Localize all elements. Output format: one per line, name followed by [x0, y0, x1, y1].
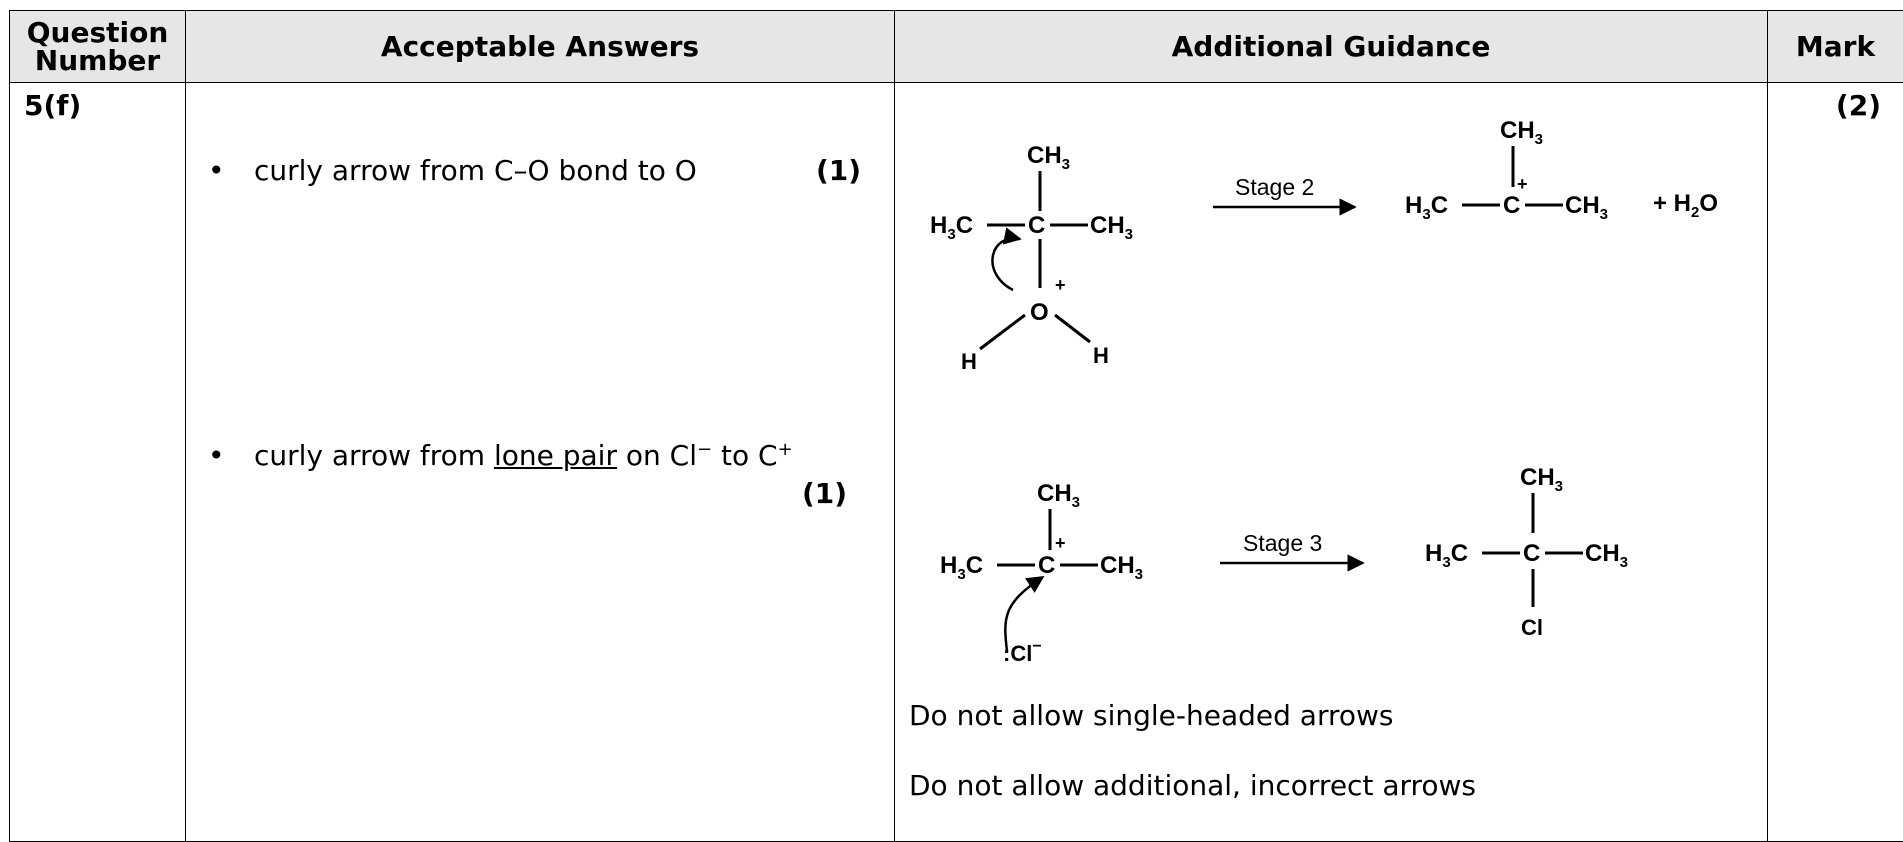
chem-text: :Cl−	[1003, 638, 1042, 666]
chem-text: CH3	[1500, 117, 1543, 148]
chem-text: H3C	[940, 552, 983, 583]
answer-mark: (1)	[816, 154, 861, 187]
chloroalkane-product-structure: CH3 H3C C CH3 Cl	[1425, 464, 1628, 640]
chem-text: O	[1030, 299, 1049, 326]
mechanism-diagram: CH3 H3C C CH3 + O H H	[895, 83, 1768, 683]
answer-superscript: −	[697, 439, 712, 460]
header-text: Number	[35, 44, 160, 77]
acceptable-answers-header: Acceptable Answers	[186, 11, 895, 83]
table-row: 5(f) •curly arrow from C–O bond to O (1)…	[10, 83, 1903, 842]
carbocation-chloride-structure: CH3 H3C C + CH3 :Cl−	[940, 480, 1143, 666]
chem-text: CH3	[1565, 192, 1608, 223]
header-row: Question Number Acceptable Answers Addit…	[10, 11, 1903, 83]
carbocation-product-structure: CH3 H3C C + CH3 + H2O	[1405, 117, 1718, 223]
answer-superscript: +	[778, 439, 793, 460]
chem-text: C	[1523, 540, 1540, 567]
stage-3-arrow: Stage 3	[1220, 530, 1363, 563]
answer-item: •curly arrow from lone pair on Cl− to C+	[208, 439, 793, 472]
additional-guidance-cell: CH3 H3C C CH3 + O H H	[895, 83, 1768, 842]
chem-text: C	[1503, 192, 1520, 219]
stage-label: Stage 2	[1235, 174, 1314, 200]
protonated-alcohol-structure: CH3 H3C C CH3 + O H H	[930, 142, 1133, 374]
stage-label: Stage 3	[1243, 530, 1322, 556]
guidance-note: Do not allow single-headed arrows	[909, 699, 1394, 732]
bullet-icon: •	[208, 154, 254, 187]
mark-header: Mark	[1768, 11, 1903, 83]
chem-text: + H2O	[1653, 190, 1718, 221]
chem-text: H3C	[1425, 540, 1468, 571]
answer-item: •curly arrow from C–O bond to O	[208, 154, 697, 187]
chem-text: CH3	[1027, 142, 1070, 173]
question-id: 5(f)	[24, 89, 81, 122]
chem-text: CH3	[1100, 552, 1143, 583]
answer-text: on Cl	[617, 439, 697, 472]
total-mark: (2)	[1836, 89, 1881, 122]
chem-text: C	[1038, 552, 1055, 579]
acceptable-answers-cell: •curly arrow from C–O bond to O (1) •cur…	[186, 83, 895, 842]
guidance-note: Do not allow additional, incorrect arrow…	[909, 769, 1476, 802]
chem-text: CH3	[1585, 540, 1628, 571]
question-number-header: Question Number	[10, 11, 186, 83]
chem-charge: +	[1055, 533, 1066, 553]
chem-charge: +	[1055, 275, 1066, 295]
chem-text: H	[961, 349, 977, 374]
curly-arrow-icon	[992, 238, 1020, 290]
answer-text: curly arrow from C–O bond to O	[254, 154, 697, 187]
stage-2-arrow: Stage 2	[1213, 174, 1355, 207]
answer-mark: (1)	[802, 477, 847, 510]
chem-charge: +	[1517, 174, 1528, 194]
mark-scheme-table: Question Number Acceptable Answers Addit…	[9, 10, 1903, 842]
chem-text: CH3	[1520, 464, 1563, 495]
bullet-icon: •	[208, 439, 254, 472]
answer-text: to C	[712, 439, 777, 472]
bond-line	[1055, 315, 1090, 342]
bond-line	[980, 315, 1025, 349]
question-number-cell: 5(f)	[10, 83, 186, 842]
answer-underlined-text: lone pair	[494, 439, 617, 472]
answer-text: curly arrow from	[254, 439, 494, 472]
chem-text: H	[1093, 343, 1109, 368]
chem-text: H3C	[1405, 192, 1448, 223]
chem-text: Cl	[1521, 615, 1543, 640]
chem-text: CH3	[1090, 212, 1133, 243]
chem-text: C	[1028, 212, 1045, 239]
mark-cell: (2)	[1768, 83, 1903, 842]
additional-guidance-header: Additional Guidance	[895, 11, 1768, 83]
chem-text: H3C	[930, 212, 973, 243]
chem-text: CH3	[1037, 480, 1080, 511]
